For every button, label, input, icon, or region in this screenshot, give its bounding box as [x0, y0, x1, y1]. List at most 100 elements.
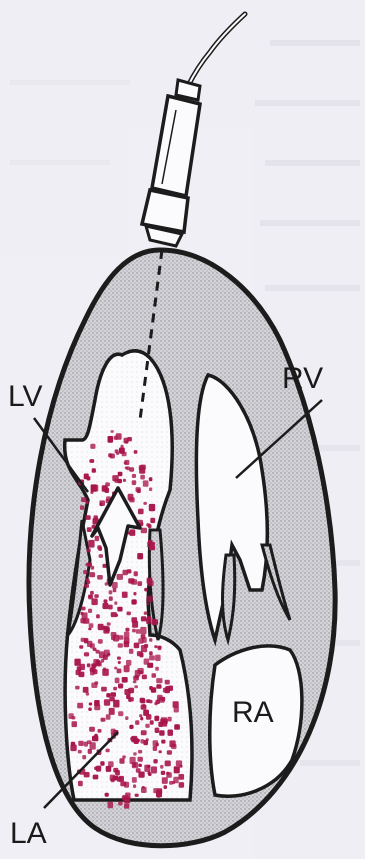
jet-dot — [141, 616, 147, 621]
jet-dot — [139, 465, 144, 470]
jet-dot — [155, 667, 159, 671]
jet-dot — [115, 678, 120, 684]
jet-dot — [162, 777, 168, 784]
jet-dot — [104, 599, 108, 603]
jet-dot — [125, 628, 129, 632]
jet-dot — [146, 603, 149, 606]
jet-dot — [113, 588, 117, 592]
jet-dot — [111, 612, 117, 617]
jet-dot — [88, 628, 91, 631]
jet-dot — [159, 750, 162, 753]
jet-dot — [124, 782, 129, 788]
jet-dot — [163, 688, 167, 693]
jet-dot — [89, 623, 94, 628]
jet-dot — [79, 645, 83, 648]
jet-dot — [108, 761, 114, 767]
jet-dot — [150, 518, 155, 523]
jet-dot — [179, 782, 185, 788]
jet-dot — [84, 652, 89, 656]
jet-dot — [117, 657, 121, 660]
jet-dot — [165, 761, 171, 767]
jet-dot — [152, 673, 157, 678]
jet-dot — [89, 459, 94, 463]
jet-dot — [88, 609, 92, 613]
label-lv: LV — [8, 380, 42, 413]
jet-dot — [132, 762, 138, 768]
jet-dot — [94, 735, 98, 739]
jet-dot — [153, 759, 157, 763]
jet-dot — [117, 669, 122, 674]
jet-dot — [174, 766, 180, 773]
jet-dot — [148, 581, 154, 587]
jet-dot — [83, 687, 89, 693]
jet-dot — [89, 727, 95, 732]
jet-dot — [86, 692, 89, 695]
jet-dot — [84, 638, 89, 643]
jet-dot — [154, 645, 158, 648]
jet-dot — [119, 758, 124, 764]
jet-dot — [106, 714, 111, 720]
jet-dot — [119, 776, 124, 782]
jet-dot — [124, 803, 129, 808]
jet-dot — [122, 755, 126, 758]
jet-dot — [144, 644, 148, 648]
jet-dot — [88, 595, 93, 600]
jet-dot — [145, 724, 149, 728]
jet-dot — [118, 711, 123, 716]
jet-dot — [80, 618, 85, 623]
jet-dot — [78, 741, 83, 746]
jet-dot — [96, 614, 100, 618]
jet-dot — [116, 452, 119, 455]
jet-dot — [78, 750, 82, 754]
jet-dot — [161, 721, 167, 727]
jet-dot — [103, 626, 109, 633]
jet-dot — [136, 629, 141, 634]
jet-dot — [88, 708, 92, 712]
jet-dot — [142, 786, 145, 789]
jet-dot — [117, 479, 122, 483]
jet-dot — [143, 710, 149, 716]
jet-dot — [80, 505, 84, 510]
jet-dot — [98, 729, 102, 733]
jet-dot — [103, 668, 106, 671]
jet-dot — [172, 781, 175, 785]
jet-dot — [155, 728, 160, 733]
jet-dot — [159, 730, 164, 736]
jet-dot — [90, 444, 95, 449]
jet-dot — [96, 766, 101, 772]
jet-dot — [157, 788, 162, 794]
jet-dot — [139, 764, 142, 767]
jet-dot — [127, 612, 131, 616]
jet-dot — [87, 476, 91, 480]
jet-dot — [93, 669, 98, 674]
jet-dot — [141, 730, 147, 735]
jet-dot — [134, 450, 138, 454]
jet-dot — [134, 571, 138, 576]
jet-dot — [137, 668, 143, 674]
jet-dot — [71, 716, 75, 719]
jet-dot — [136, 768, 141, 773]
jet-dot — [156, 684, 161, 689]
jet-dot — [179, 765, 182, 768]
jet-dot — [130, 737, 135, 741]
jet-dot — [147, 616, 151, 620]
jet-dot — [164, 785, 168, 789]
jet-dot — [108, 436, 114, 443]
jet-dot — [174, 707, 179, 713]
jet-dot — [162, 697, 166, 701]
jet-dot — [87, 581, 91, 584]
jet-dot — [149, 686, 153, 690]
jet-dot — [124, 438, 129, 444]
jet-dot — [84, 584, 89, 588]
jet-dot — [85, 515, 90, 520]
jet-dot — [108, 605, 113, 610]
jet-dot — [122, 452, 127, 457]
jet-dot — [123, 570, 128, 576]
jet-dot — [132, 621, 138, 628]
jet-dot — [146, 738, 149, 741]
jet-dot — [156, 678, 162, 683]
jet-dot — [123, 479, 126, 482]
jet-dot — [84, 742, 88, 747]
